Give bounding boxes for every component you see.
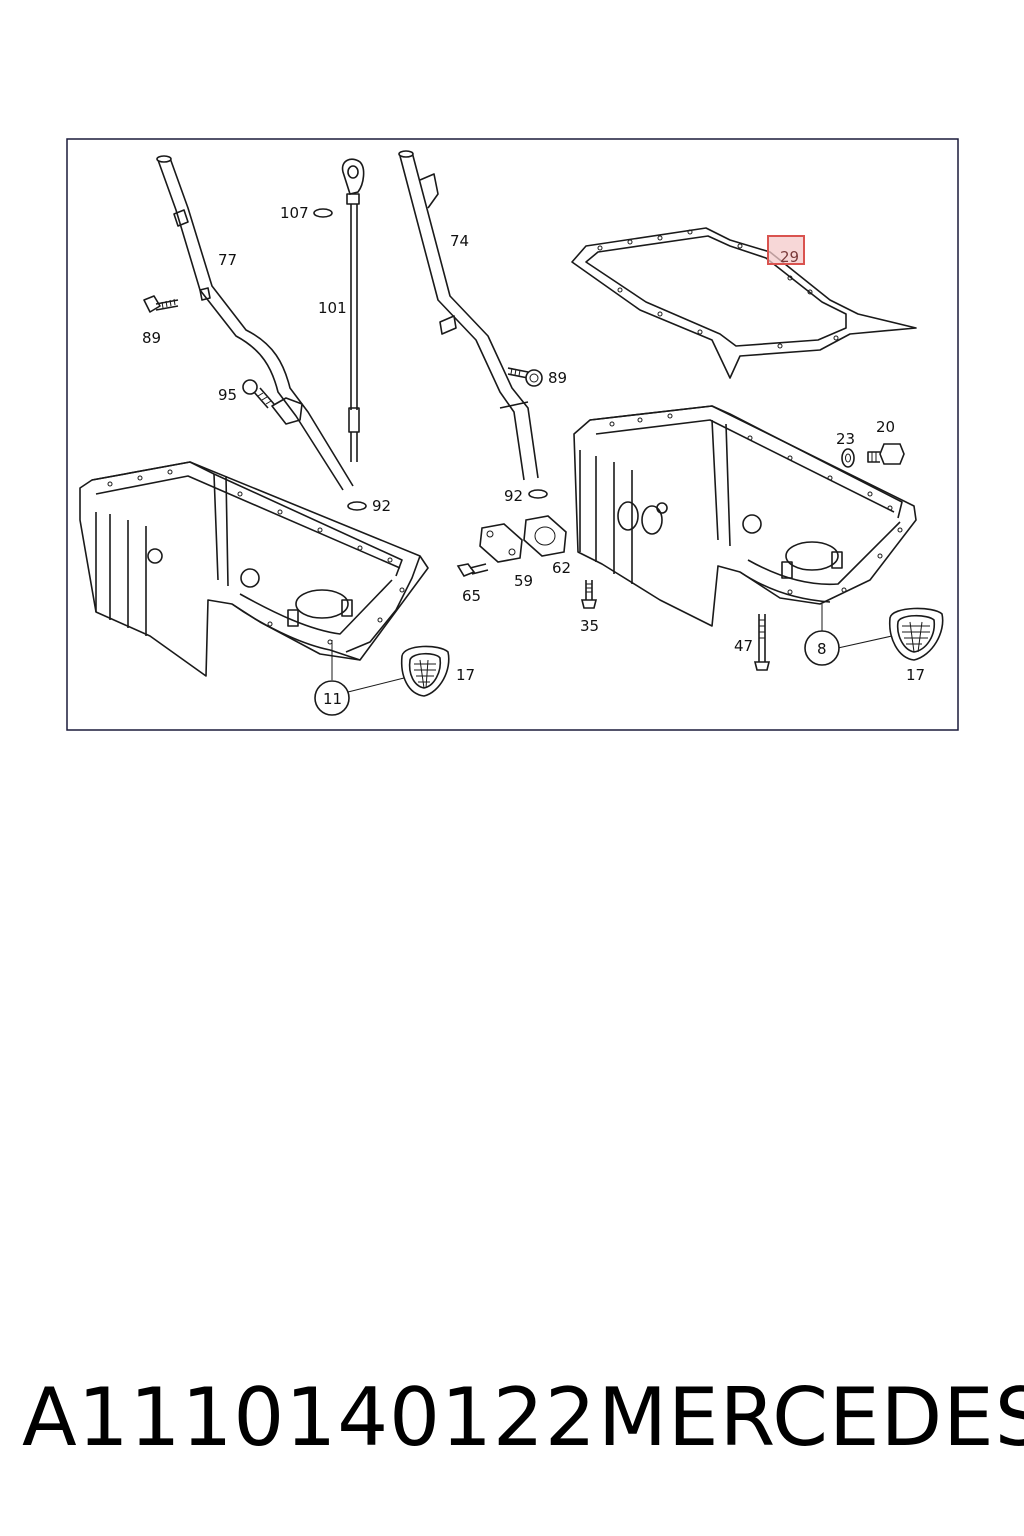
label-77: 77	[218, 251, 237, 269]
diagram-frame	[66, 138, 959, 731]
label-17-right: 17	[906, 666, 925, 684]
bolt-95	[242, 379, 275, 409]
label-89-right: 89	[548, 369, 567, 387]
label-20: 20	[876, 418, 895, 436]
oil-pan-11	[79, 461, 429, 677]
cover-plate-59	[479, 523, 523, 563]
label-92-right: 92	[504, 487, 523, 505]
label-29: 29	[780, 248, 799, 266]
label-107: 107	[280, 204, 309, 222]
label-47: 47	[734, 637, 753, 655]
callout-circle-11	[314, 640, 405, 716]
label-17-left: 17	[456, 666, 475, 684]
bolt-89-right	[507, 367, 543, 387]
label-35: 35	[580, 617, 599, 635]
part-29-highlight	[767, 235, 805, 265]
parts-diagram: 77 89 95 107 101 74 89 29 92 92 23 20 65…	[66, 138, 959, 731]
label-89-left: 89	[142, 329, 161, 347]
brand-name: MERCEDES	[598, 1371, 1024, 1464]
label-65: 65	[462, 587, 481, 605]
bolt-47	[753, 614, 771, 671]
label-23: 23	[836, 430, 855, 448]
o-ring-92-right	[528, 489, 548, 499]
label-95: 95	[218, 386, 237, 404]
oil-pan-gasket-29	[571, 227, 917, 379]
seal-ring-107	[313, 208, 333, 218]
bolt-65	[456, 563, 489, 577]
o-ring-92-left	[347, 501, 367, 511]
label-8: 8	[817, 640, 827, 658]
oil-strainer-17-left	[400, 645, 450, 697]
oil-strainer-17-right	[889, 607, 944, 661]
callout-circle-8	[804, 604, 893, 666]
oil-pan-8	[573, 405, 917, 627]
bolt-89-left	[143, 295, 179, 313]
dipstick-tube-77	[156, 155, 354, 491]
dipstick-101	[341, 158, 365, 462]
label-62: 62	[552, 559, 571, 577]
label-92-left: 92	[372, 497, 391, 515]
washer-23	[841, 448, 855, 468]
dipstick-tube-74	[398, 150, 539, 481]
footer-caption: A1110140122 MERCEDES	[0, 1370, 1024, 1470]
label-101: 101	[318, 299, 347, 317]
label-74: 74	[450, 232, 469, 250]
label-11: 11	[323, 690, 342, 708]
gasket-62	[523, 515, 567, 557]
bolt-35	[580, 580, 598, 609]
label-59: 59	[514, 572, 533, 590]
drain-plug-20	[867, 443, 905, 465]
part-number: A1110140122	[22, 1371, 597, 1464]
